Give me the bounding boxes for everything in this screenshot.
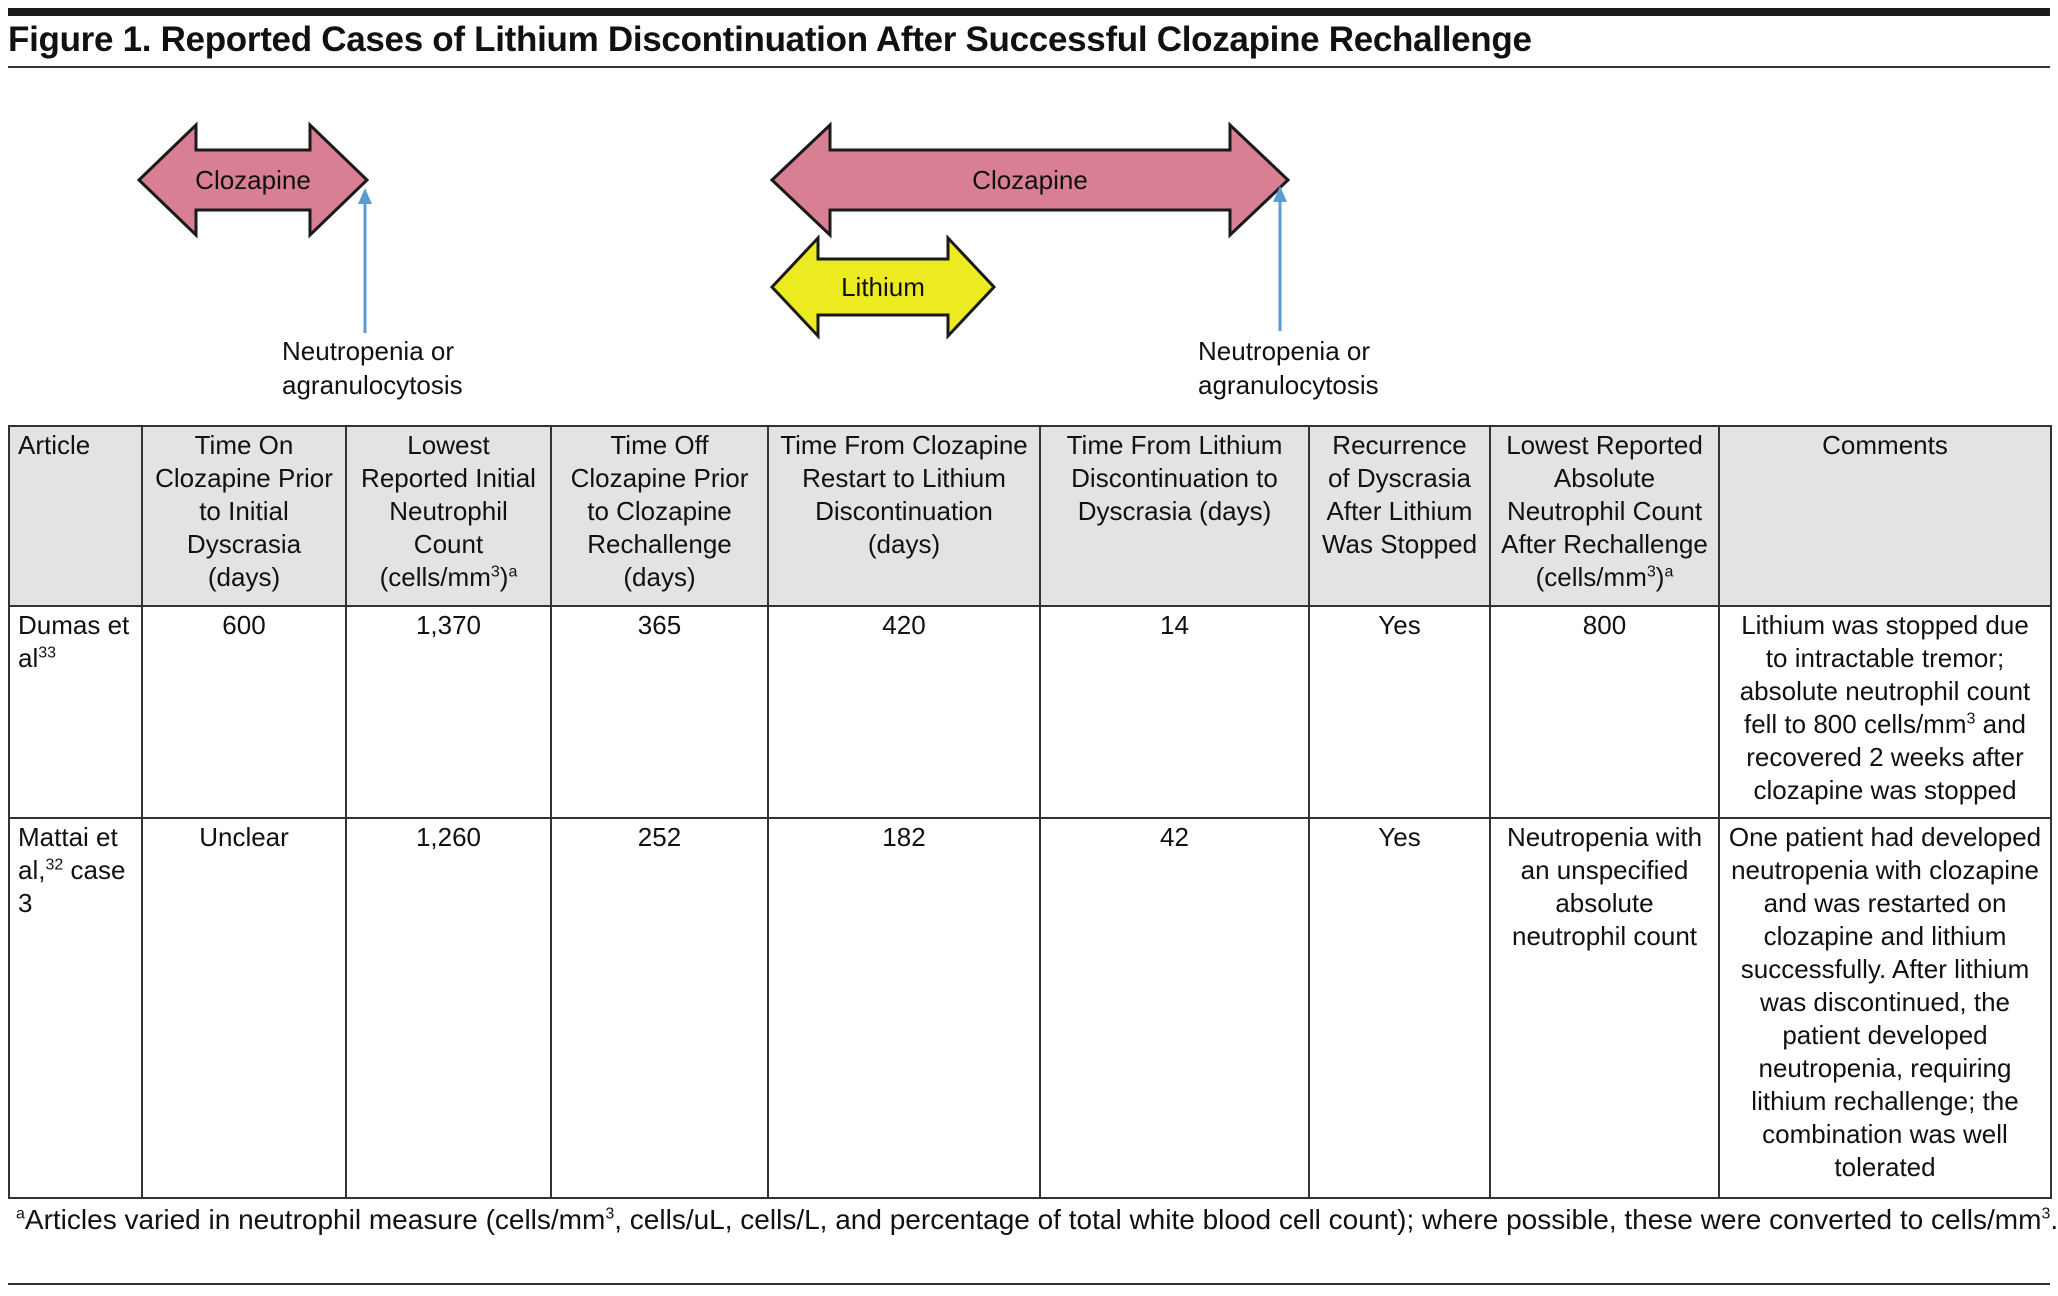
cases-table: Article Time On Clozapine Prior to Initi… — [8, 425, 2052, 1199]
annotation-left-line1: Neutropenia or — [282, 336, 454, 366]
clozapine-arrow-left — [136, 121, 370, 239]
header-lowest-after-text: Lowest Reported Absolute Neutrophil Coun… — [1501, 430, 1708, 592]
annotation-right: Neutropenia or agranulocytosis — [1198, 334, 1379, 402]
header-lowest-after-exp: 3 — [1646, 563, 1656, 581]
footnote-marker: a — [16, 1205, 25, 1223]
header-comments: Comments — [1718, 425, 2052, 607]
header-time-lithium: Time From Lithium Discontinuation to Dys… — [1039, 425, 1310, 607]
header-article: Article — [8, 425, 143, 607]
clozapine-arrow-right-label: Clozapine — [972, 165, 1088, 195]
article-name: Mattai et al, — [18, 822, 118, 885]
footnote: aArticles varied in neutrophil measure (… — [8, 1203, 2058, 1237]
cell-article: Mattai et al,32 case 3 — [8, 817, 143, 1199]
marker-arrow-left-head — [358, 188, 372, 204]
cell-time-off: 365 — [550, 605, 769, 819]
bottom-rule — [8, 1283, 2050, 1285]
timeline-diagram: Clozapine Clozapine Lithium — [136, 121, 1291, 340]
comment-text: Lithium was stopped due to intractable t… — [1739, 610, 2031, 739]
title-rule — [8, 66, 2050, 68]
footnote-exp-1: 3 — [605, 1205, 615, 1223]
cell-time-restart: 182 — [767, 817, 1041, 1199]
header-lowest-initial: Lowest Reported Initial Neutrophil Count… — [345, 425, 552, 607]
footnote-exp-2: 3 — [2041, 1205, 2051, 1223]
header-time-off: Time Off Clozapine Prior to Clozapine Re… — [550, 425, 769, 607]
header-time-on: Time On Clozapine Prior to Initial Dyscr… — [141, 425, 347, 607]
table-row: Mattai et al,32 case 3 Unclear 1,260 252… — [8, 817, 2052, 1199]
clozapine-arrow-right — [769, 121, 1291, 239]
article-ref: 32 — [45, 856, 64, 874]
clozapine-arrow-left-label: Clozapine — [195, 165, 311, 195]
article-ref: 33 — [38, 644, 57, 662]
header-lowest-initial-text: Lowest Reported Initial Neutrophil Count… — [361, 430, 536, 592]
article-name: Dumas et al — [18, 610, 130, 673]
comment-text: One patient had developed neutropenia wi… — [1728, 822, 2042, 1182]
lithium-arrow-label: Lithium — [841, 272, 925, 302]
header-time-restart: Time From Clozapine Restart to Lithium D… — [767, 425, 1041, 607]
marker-arrow-right-head — [1273, 186, 1287, 202]
table-header-row: Article Time On Clozapine Prior to Initi… — [8, 425, 2052, 607]
comment-text-end: and recovered 2 weeks after clozapine wa… — [1746, 709, 2027, 805]
figure-title: Figure 1. Reported Cases of Lithium Disc… — [8, 20, 1532, 59]
cell-comments: Lithium was stopped due to intractable t… — [1718, 605, 2052, 819]
footnote-text: Articles varied in neutrophil measure (c… — [24, 1204, 606, 1235]
annotation-left-line2: agranulocytosis — [282, 370, 463, 400]
article-suffix: case 3 — [18, 855, 126, 918]
header-lowest-after-note: a — [1664, 563, 1674, 581]
cell-lowest-initial: 1,370 — [345, 605, 552, 819]
cell-comments: One patient had developed neutropenia wi… — [1718, 817, 2052, 1199]
cell-time-lithium: 42 — [1039, 817, 1310, 1199]
header-lowest-after-close: ) — [1655, 562, 1665, 592]
footnote-text-end: . — [2050, 1204, 2058, 1235]
cell-recurrence: Yes — [1308, 605, 1491, 819]
cell-time-off: 252 — [550, 817, 769, 1199]
header-recurrence: Recurrence of Dyscrasia After Lithium Wa… — [1308, 425, 1491, 607]
cell-time-restart: 420 — [767, 605, 1041, 819]
cell-lowest-after: Neutropenia with an unspecified absolute… — [1489, 817, 1720, 1199]
comment-exp: 3 — [1966, 710, 1976, 728]
annotation-left: Neutropenia or agranulocytosis — [282, 334, 463, 402]
lithium-arrow — [769, 234, 997, 340]
header-lowest-initial-exp: 3 — [490, 563, 500, 581]
cell-recurrence: Yes — [1308, 817, 1491, 1199]
header-lowest-initial-close: ) — [499, 562, 509, 592]
cell-lowest-after: 800 — [1489, 605, 1720, 819]
cell-article: Dumas et al33 — [8, 605, 143, 819]
footnote-text-mid: , cells/uL, cells/L, and percentage of t… — [614, 1204, 2042, 1235]
annotation-right-line2: agranulocytosis — [1198, 370, 1379, 400]
cell-lowest-initial: 1,260 — [345, 817, 552, 1199]
cell-time-on: Unclear — [141, 817, 347, 1199]
table-row: Dumas et al33 600 1,370 365 420 14 Yes 8… — [8, 605, 2052, 819]
top-rule — [8, 8, 2050, 16]
cell-time-lithium: 14 — [1039, 605, 1310, 819]
annotation-right-line1: Neutropenia or — [1198, 336, 1370, 366]
header-lowest-initial-note: a — [508, 563, 518, 581]
cell-time-on: 600 — [141, 605, 347, 819]
header-lowest-after: Lowest Reported Absolute Neutrophil Coun… — [1489, 425, 1720, 607]
